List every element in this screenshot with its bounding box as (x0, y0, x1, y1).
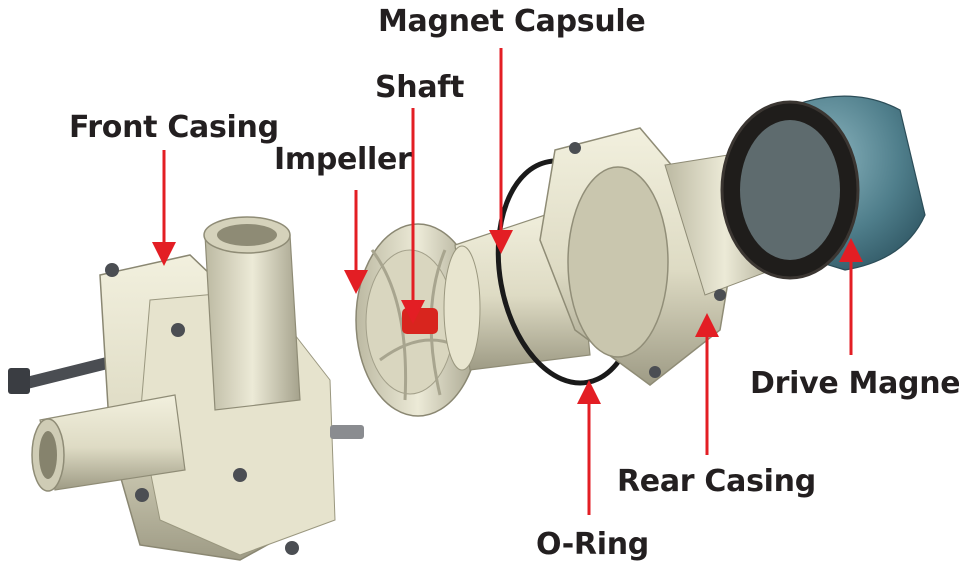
arrows (152, 48, 863, 515)
outlet-opening (217, 224, 277, 246)
shaft-hub (402, 308, 438, 334)
label-o-ring: O-Ring (536, 527, 649, 562)
drive-magnet-inner (740, 120, 840, 260)
bolt-head (105, 263, 119, 277)
label-front-casing: Front Casing (69, 110, 279, 145)
label-shaft: Shaft (375, 70, 465, 105)
label-magnet-capsule: Magnet Capsule (378, 4, 646, 39)
bolt-head (714, 289, 726, 301)
bolt-head (649, 366, 661, 378)
drive-magnet-part (720, 95, 926, 280)
front-casing-part (8, 216, 364, 561)
shaft-stub (330, 425, 364, 439)
bolt-head (569, 142, 581, 154)
outlet-pipe (204, 234, 301, 411)
bolt-head (171, 323, 185, 337)
capsule-end (443, 245, 481, 371)
bolt-head (135, 488, 149, 502)
label-rear-casing: Rear Casing (617, 464, 816, 499)
bolt-nut (8, 368, 30, 394)
rear-bore (567, 166, 669, 358)
label-drive-magnet: Drive Magnet (750, 366, 959, 401)
inlet-opening (39, 431, 57, 479)
bolt-head (285, 541, 299, 555)
bolt-head (233, 468, 247, 482)
label-impeller: Impeller (274, 142, 412, 177)
